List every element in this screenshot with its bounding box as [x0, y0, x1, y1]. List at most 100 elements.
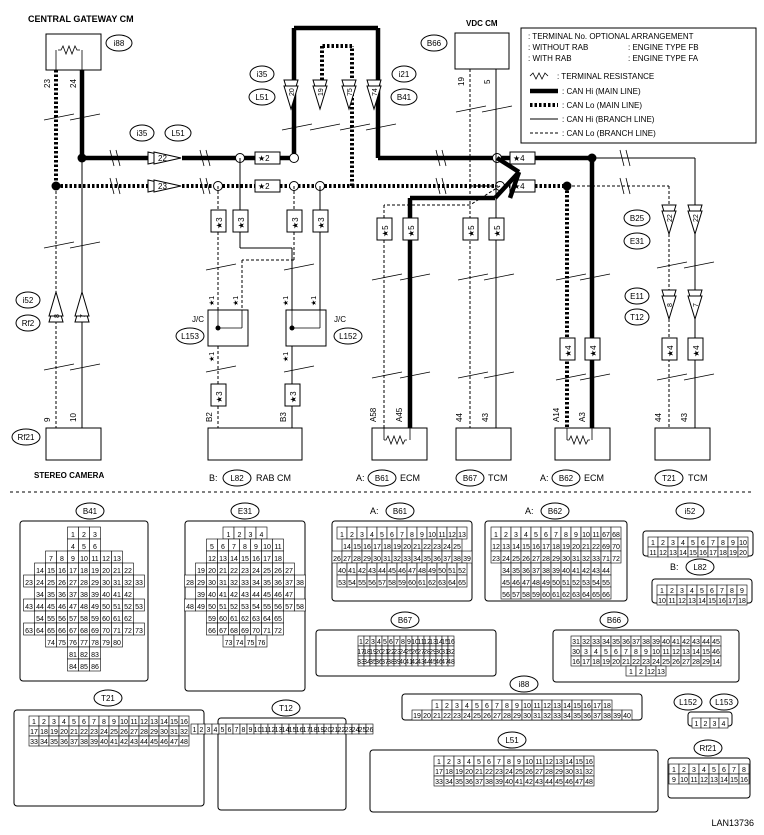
pin-number: 16 [296, 727, 304, 734]
pin-number: 10 [120, 719, 128, 726]
pin-number: 29 [150, 729, 158, 736]
pin-number: 27 [535, 769, 543, 776]
pin-number: 9 [672, 777, 676, 784]
pin-number: 20 [324, 727, 332, 734]
pin-number: 5 [210, 544, 214, 551]
connector-b25-e31: 22 22 B25 E31 [623, 204, 703, 250]
terminal-resistance-icon [529, 72, 549, 80]
pin-number: 2 [639, 669, 643, 676]
svg-text:★1: ★1 [282, 352, 290, 362]
svg-text:22: 22 [693, 214, 700, 222]
pin-number: 3 [52, 719, 56, 726]
t12-label: T12 [279, 704, 293, 713]
pin-number: 8 [564, 532, 568, 539]
t21-badge [93, 689, 123, 707]
pin-number: 6 [710, 588, 714, 595]
pin-number: 30 [565, 769, 573, 776]
pin-number: 3 [360, 532, 364, 539]
rf21-label: Rf21 [700, 744, 717, 753]
pin-number: 31 [219, 580, 227, 587]
pin-number: 33 [592, 556, 600, 563]
pin-number: 25 [359, 727, 367, 734]
pin-number: 53 [338, 580, 346, 587]
pin-number: 32 [230, 580, 238, 587]
pin-number: 64 [263, 616, 271, 623]
svg-text:L51: L51 [171, 129, 185, 138]
pin-number: 6 [544, 532, 548, 539]
pin-number: 18 [719, 550, 727, 557]
pin-number: 37 [381, 659, 389, 666]
pin-number: 50 [102, 604, 110, 611]
pin-number: 26 [672, 659, 680, 666]
pin-number: 4 [370, 532, 374, 539]
svg-text:RAB CM: RAB CM [256, 473, 291, 483]
pin-number: 1 [227, 532, 231, 539]
svg-text:★5: ★5 [467, 225, 476, 237]
pin-number: 59 [398, 580, 406, 587]
pin-number: 40 [505, 779, 513, 786]
pin-number: 12 [545, 759, 553, 766]
pin-number: 13 [429, 639, 437, 646]
pin-cell [456, 574, 468, 588]
pin-number: 38 [80, 592, 88, 599]
pin-number: 36 [622, 639, 630, 646]
pin-number: 43 [692, 639, 700, 646]
pin-number: 7 [624, 649, 628, 656]
pin-number: 17 [542, 544, 550, 551]
pin-number: 28 [80, 580, 88, 587]
pin-number: 13 [502, 544, 510, 551]
pin-number: 42 [411, 659, 419, 666]
svg-text:23: 23 [43, 79, 52, 88]
pin-number: 28 [542, 556, 550, 563]
pin-number: 14 [720, 777, 728, 784]
pin-number: 69 [241, 628, 249, 635]
pin-number: 55 [263, 604, 271, 611]
pin-number: 4 [465, 703, 469, 710]
pin-number: 57 [512, 592, 520, 599]
pin-number: 42 [358, 568, 366, 575]
pin-number: 23 [495, 769, 503, 776]
pin-number: 17 [69, 568, 77, 575]
l82-prefix: B: [670, 562, 679, 572]
pin-number: 37 [632, 639, 640, 646]
pin-number: 3 [514, 532, 518, 539]
pin-number: 3 [249, 532, 253, 539]
pin-number: 14 [565, 759, 573, 766]
svg-text:A3: A3 [578, 412, 587, 422]
pin-number: 11 [274, 544, 281, 551]
pin-number: 75 [247, 640, 255, 647]
svg-text:43: 43 [680, 413, 689, 422]
pin-number: 66 [58, 628, 66, 635]
pin-number: 46 [398, 568, 406, 575]
pin-number: 4 [377, 639, 381, 646]
b66-label: B66 [607, 616, 622, 625]
pin-number: 48 [180, 739, 188, 746]
stereo-title: STEREO CAMERA [34, 471, 104, 480]
b61-prefix: A: [370, 506, 379, 516]
pin-number: 71 [113, 628, 121, 635]
pin-number: 36 [375, 659, 383, 666]
pin-number: 56 [58, 616, 66, 623]
pin-number: 15 [353, 544, 361, 551]
pin-number: 2 [200, 727, 204, 734]
pin-number: 50 [552, 580, 560, 587]
pin-number: 7 [554, 532, 558, 539]
pin-number: 54 [348, 580, 356, 587]
pin-number: 17 [30, 729, 38, 736]
pin-number: 66 [602, 592, 610, 599]
pin-number: 30 [160, 729, 168, 736]
l51-badge [497, 731, 527, 749]
pin-number: 4 [594, 649, 598, 656]
pin-number: 12 [672, 649, 680, 656]
pin-number: 40 [100, 739, 108, 746]
pin-number: 4 [524, 532, 528, 539]
pin-number: 1 [660, 588, 664, 595]
pin-number: 25 [405, 649, 413, 656]
pin-number: 33 [592, 639, 600, 646]
pin-number: 22 [592, 544, 600, 551]
pin-number: 16 [252, 556, 260, 563]
pin-number: 40 [399, 659, 407, 666]
pin-number: 8 [410, 532, 414, 539]
pin-number: 2 [365, 639, 369, 646]
pin-number: 68 [230, 628, 238, 635]
